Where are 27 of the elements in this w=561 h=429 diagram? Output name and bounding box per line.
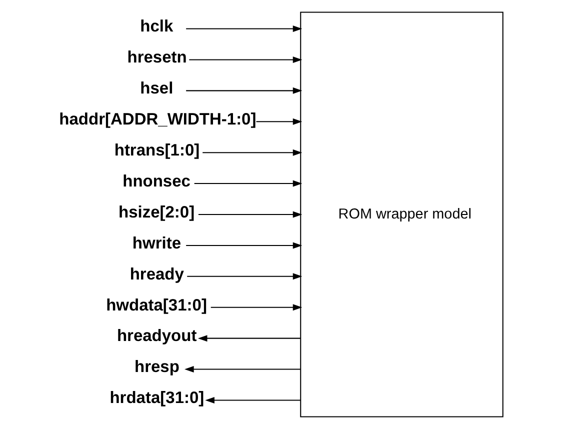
node-text: htrans[1:0] xyxy=(114,141,200,160)
node-text: hresp xyxy=(134,358,180,376)
node-text: hrdata[31:0] xyxy=(110,389,204,408)
arrow xyxy=(198,211,302,218)
arrow xyxy=(187,273,302,280)
arrow xyxy=(194,180,302,187)
arrow xyxy=(198,335,301,342)
node-text: hreadyout xyxy=(116,327,197,346)
arrow xyxy=(205,396,301,404)
node-text: hready xyxy=(130,265,184,284)
node-text: hwrite xyxy=(132,234,182,252)
arrow xyxy=(256,118,302,125)
node-text: haddr[ADDR_WIDTH-1:0] xyxy=(59,110,256,129)
node-text: hsel xyxy=(140,80,174,98)
arrow xyxy=(189,56,302,63)
arrow xyxy=(210,304,302,311)
node-text: hclk xyxy=(140,18,174,36)
arrow xyxy=(202,149,302,156)
node-text: hresetn xyxy=(127,48,187,67)
arrow xyxy=(186,26,302,32)
node-text: hsize[2:0] xyxy=(118,203,195,222)
arrow xyxy=(184,366,301,373)
node-text: hnonsec xyxy=(122,172,190,190)
arrow xyxy=(186,242,302,249)
node-text: hwdata[31:0] xyxy=(106,296,207,314)
arrow xyxy=(186,87,302,94)
node-box: ROM wrapper model xyxy=(300,12,504,418)
